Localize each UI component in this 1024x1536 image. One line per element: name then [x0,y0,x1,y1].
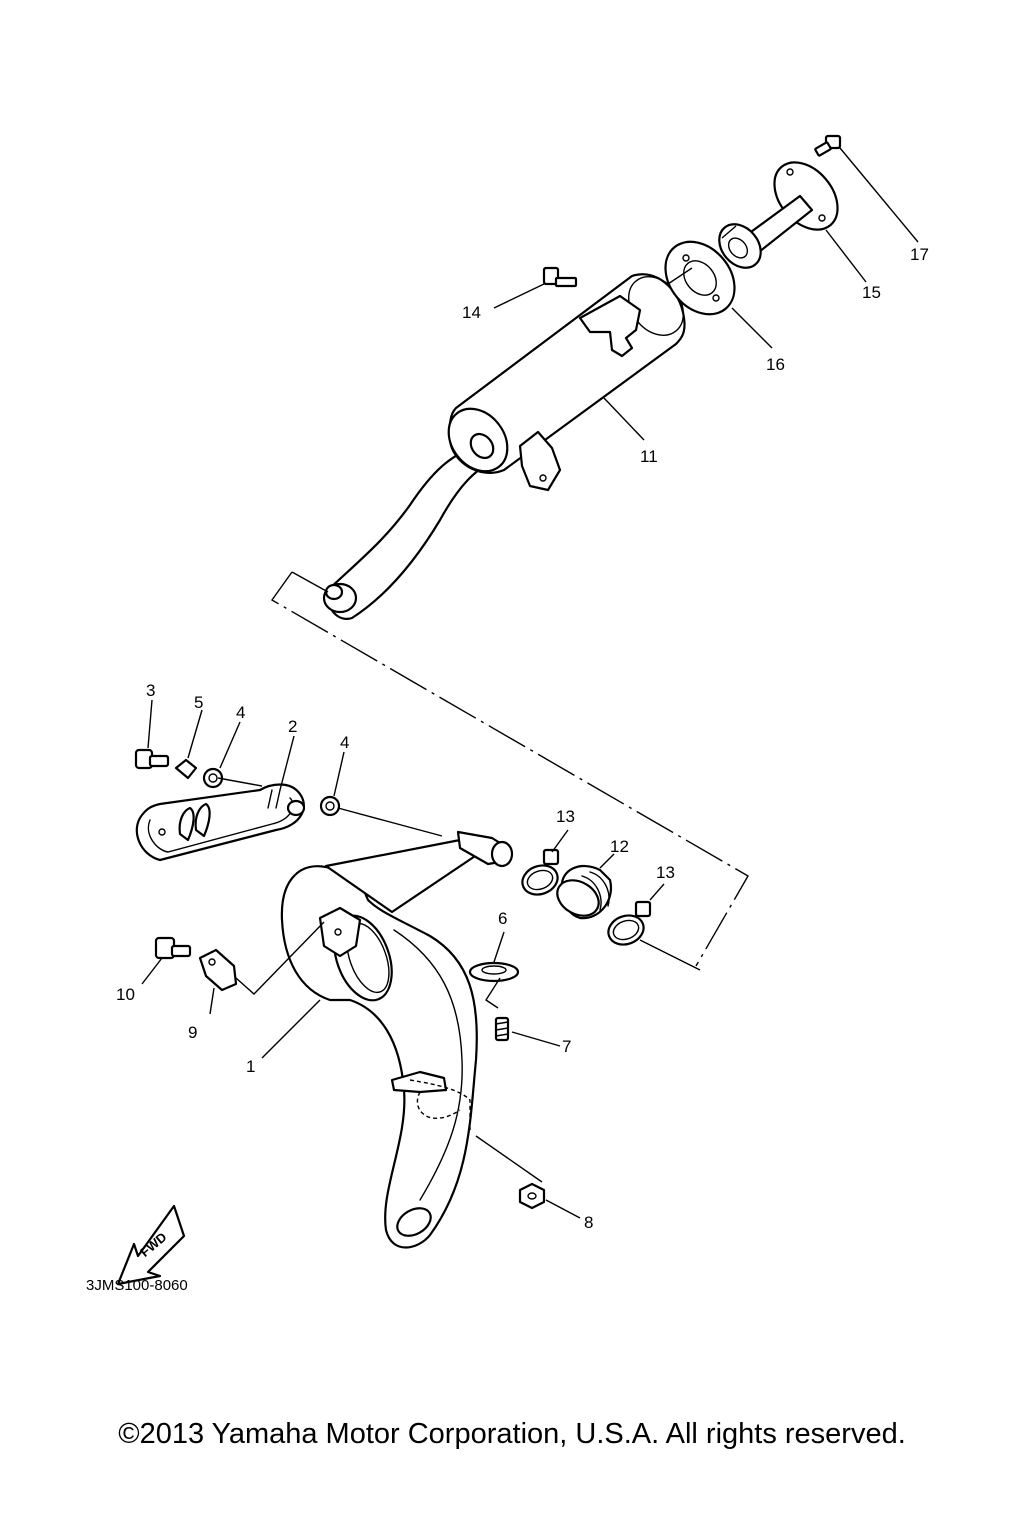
lock-washer-part-5[interactable] [174,758,198,780]
callout-7: 7 [562,1037,571,1056]
callout-15: 15 [862,283,881,302]
damper-part-9[interactable] [198,948,238,992]
stud-part-7[interactable] [494,1016,510,1042]
callout-17: 17 [910,245,929,264]
bolt-part-10[interactable] [154,936,192,960]
callout-3: 3 [146,681,155,700]
exhaust-pipe-part-1[interactable] [280,830,514,1249]
callout-leaders [141,147,919,1219]
collar-part-4-upper[interactable] [202,767,224,789]
callout-11: 11 [640,447,658,466]
muffler-part-11[interactable] [322,266,695,620]
callout-4-lower: 4 [340,733,349,752]
bolt-part-3[interactable] [134,748,170,770]
callout-13-upper: 13 [556,807,575,826]
callout-10: 10 [116,985,135,1004]
joint-part-12[interactable] [551,864,613,923]
callout-2: 2 [288,717,297,736]
drawing-code: 3JMS100-8060 [86,1277,188,1294]
spark-arrester-part-15[interactable] [711,150,851,276]
bolt-part-17[interactable] [814,134,842,157]
grommet-part-6[interactable] [468,961,520,983]
copyright-notice: ©2013 Yamaha Motor Corporation, U.S.A. A… [118,1418,906,1450]
assembly-lines [217,225,749,1183]
clamp-part-13-upper[interactable] [518,848,561,899]
callout-1: 1 [246,1057,255,1076]
collar-part-4-lower[interactable] [319,795,341,817]
callout-13-lower: 13 [656,863,675,882]
callout-14: 14 [462,303,481,322]
gasket-part-16[interactable] [651,228,748,328]
fwd-arrow-icon: FWD [116,1204,186,1286]
clamp-part-13-lower[interactable] [604,900,652,949]
callout-4-upper: 4 [236,703,245,722]
callout-12: 12 [610,837,629,856]
callout-8: 8 [584,1213,593,1232]
callout-16: 16 [766,355,785,374]
nut-part-8[interactable] [518,1182,546,1210]
bolt-part-14[interactable] [542,266,578,288]
callout-5: 5 [194,693,203,712]
callout-6: 6 [498,909,507,928]
callout-9: 9 [188,1023,197,1042]
bracket-part-2[interactable] [135,783,306,862]
callouts: 1 2 3 4 4 5 6 7 8 9 10 11 12 13 13 14 15… [116,245,929,1232]
